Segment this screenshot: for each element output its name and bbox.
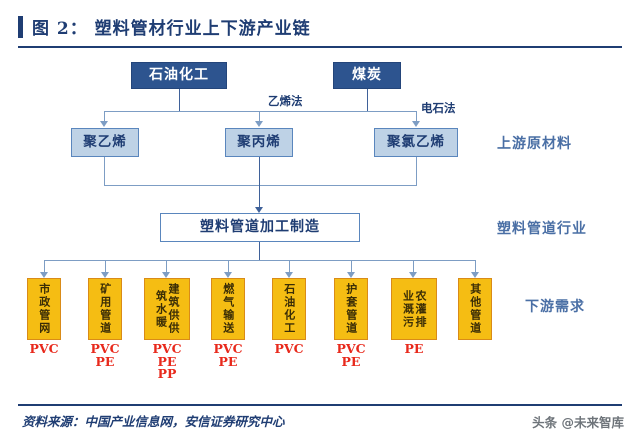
arrow-process (255, 207, 263, 213)
node-demand-conduit[interactable]: 护套管道 (334, 278, 368, 340)
connector-drop-demand-1 (44, 260, 45, 274)
connector-pp-down (259, 157, 260, 209)
node-demand-other-pipes[interactable]: 其他管道 (458, 278, 492, 340)
connector-drop-demand-7 (413, 260, 414, 274)
side-label-upstream: 上游原材料 (497, 136, 572, 152)
vertical-text: 建筑供供 筑水暖 (145, 279, 189, 339)
arrow-demand-5 (285, 272, 293, 278)
connector-drop-pvc (416, 111, 417, 123)
watermark-label: 头条 @未来智库 (532, 415, 624, 430)
connector-petrochemical-down (179, 89, 180, 111)
vertical-text-col: 业溉污 (401, 289, 415, 329)
connector-bus-lower (44, 260, 475, 261)
node-petrochemical-label: 石油化工 (149, 66, 209, 83)
connector-process-down (259, 242, 260, 260)
material-tag-6: PVC PE (336, 341, 366, 369)
material-tag-3: PVC PE PP (152, 341, 182, 381)
node-demand-gas-transport[interactable]: 燃气输送 (211, 278, 245, 340)
header-divider (18, 46, 622, 48)
connector-bus-upper (104, 111, 416, 112)
edge-label-carbide: 电石法 (421, 101, 456, 115)
arrow-demand-1 (40, 272, 48, 278)
connector-drop-pe (104, 111, 105, 123)
vertical-text: 矿用管道 (89, 279, 121, 339)
vertical-text-col: 农灌排 (414, 289, 428, 329)
node-coal[interactable]: 煤炭 (333, 62, 401, 89)
arrow-demand-8 (471, 272, 479, 278)
arrow-demand-2 (101, 272, 109, 278)
material-tag-2: PVC PE (90, 341, 120, 369)
connector-drop-demand-3 (166, 260, 167, 274)
vertical-text-col: 护套管道 (344, 283, 358, 335)
side-label-industry: 塑料管道行业 (497, 221, 587, 237)
arrow-demand-6 (347, 272, 355, 278)
vertical-text-col: 市政管网 (37, 283, 51, 335)
connector-drop-pp (259, 111, 260, 123)
connector-drop-demand-2 (105, 260, 106, 274)
source-note: 资料来源：中国产业信息网，安信证券研究中心 (22, 414, 285, 429)
arrow-pvc (412, 121, 420, 127)
node-polyethylene[interactable]: 聚乙烯 (71, 128, 139, 157)
node-petrochemical[interactable]: 石油化工 (131, 62, 227, 89)
edge-label-ethylene: 乙烯法 (268, 94, 303, 108)
node-demand-agriculture-irrigation[interactable]: 农灌排 业溉污 (391, 278, 437, 340)
node-pipe-manufacturing[interactable]: 塑料管道加工制造 (160, 213, 360, 242)
page-title: 图 2： 塑料管材行业上下游产业链 (32, 19, 311, 39)
material-tag-5: PVC (274, 341, 304, 356)
figure-title-bar: 图 2： 塑料管材行业上下游产业链 (18, 14, 622, 44)
node-demand-mining[interactable]: 矿用管道 (88, 278, 122, 340)
footer-divider (18, 404, 622, 406)
arrow-pe (100, 121, 108, 127)
connector-drop-demand-8 (475, 260, 476, 274)
node-polypropylene[interactable]: 聚丙烯 (225, 128, 293, 157)
vertical-text-col: 筑水暖 (154, 289, 168, 329)
connector-bus-merge (104, 185, 417, 186)
node-polyethylene-label: 聚乙烯 (83, 134, 127, 151)
arrow-pp (255, 121, 263, 127)
node-pvc-label: 聚氯乙烯 (387, 134, 445, 151)
material-tag-4: PVC PE (213, 341, 243, 369)
arrow-demand-7 (409, 272, 417, 278)
connector-drop-demand-4 (228, 260, 229, 274)
arrow-demand-3 (162, 272, 170, 278)
vertical-text-col: 其他管道 (468, 283, 482, 335)
arrow-demand-4 (224, 272, 232, 278)
vertical-text: 农灌排 业溉污 (392, 279, 436, 339)
node-demand-municipal[interactable]: 市政管网 (27, 278, 61, 340)
connector-coal-down (367, 89, 368, 111)
material-tag-1: PVC (29, 341, 59, 356)
vertical-text-col: 矿用管道 (98, 283, 112, 335)
node-demand-petrochemical[interactable]: 石油化工 (272, 278, 306, 340)
node-demand-building-water-heating[interactable]: 建筑供供 筑水暖 (144, 278, 190, 340)
vertical-text-col: 建筑供供 (167, 283, 181, 335)
vertical-text: 石油化工 (273, 279, 305, 339)
node-polypropylene-label: 聚丙烯 (237, 134, 281, 151)
vertical-text: 市政管网 (28, 279, 60, 339)
vertical-text-col: 燃气输送 (221, 283, 235, 335)
vertical-text: 护套管道 (335, 279, 367, 339)
connector-pvc-down (416, 157, 417, 185)
vertical-text: 燃气输送 (212, 279, 244, 339)
connector-drop-demand-6 (351, 260, 352, 274)
vertical-text-col: 石油化工 (282, 283, 296, 335)
connector-pe-down (104, 157, 105, 185)
vertical-text: 其他管道 (459, 279, 491, 339)
connector-drop-demand-5 (289, 260, 290, 274)
node-pvc[interactable]: 聚氯乙烯 (374, 128, 458, 157)
material-tag-7: PE (404, 341, 424, 356)
side-label-downstream: 下游需求 (525, 299, 585, 315)
node-pipe-manufacturing-label: 塑料管道加工制造 (200, 218, 320, 235)
node-coal-label: 煤炭 (352, 66, 382, 83)
title-accent-bar (18, 16, 23, 38)
